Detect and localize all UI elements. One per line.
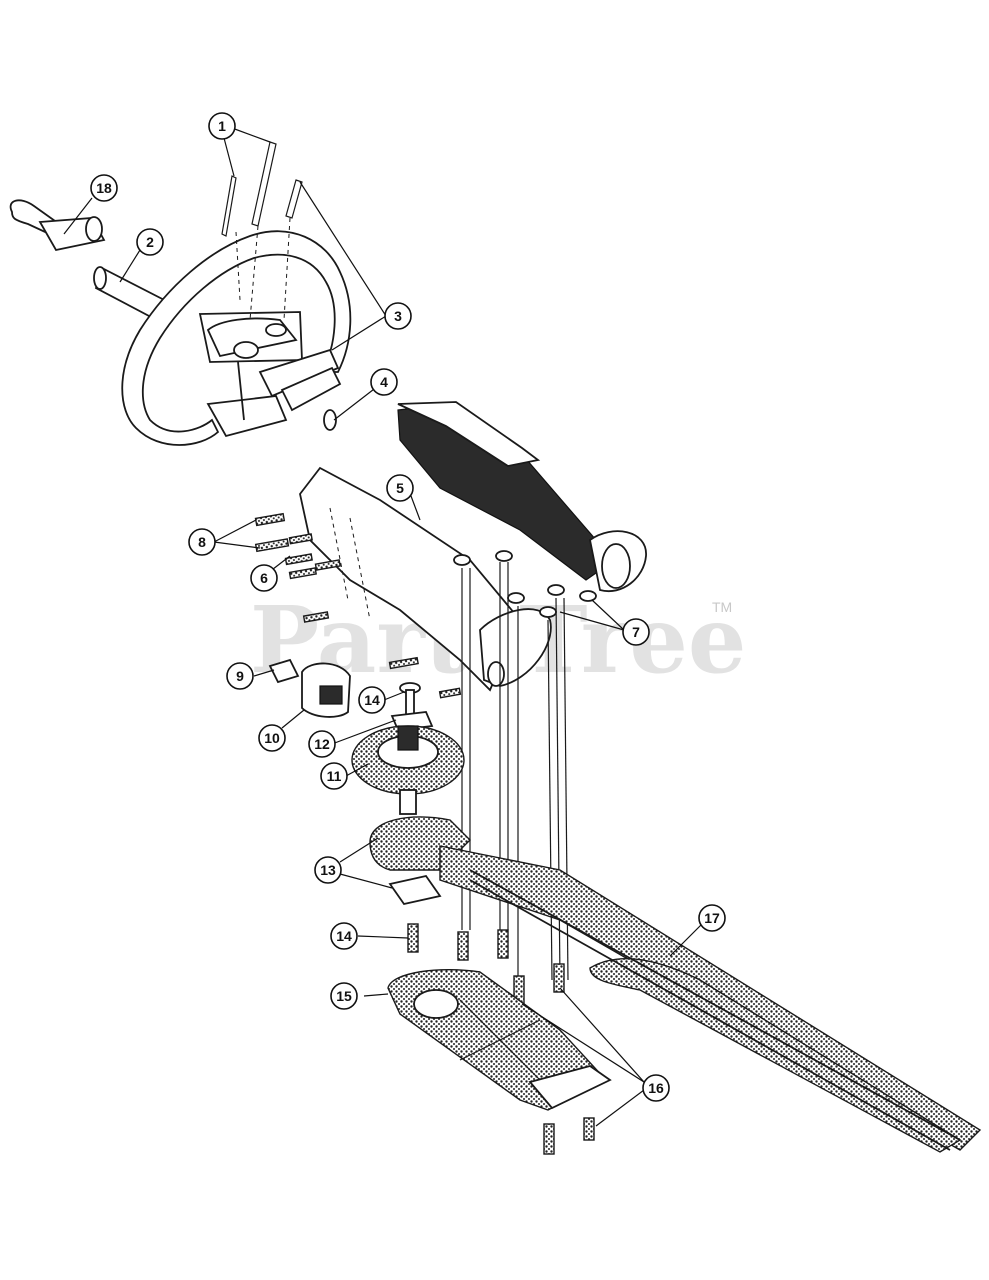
part-screws-left xyxy=(254,507,462,699)
callout-14-lower: 14 xyxy=(330,922,358,950)
callout-6: 6 xyxy=(250,564,278,592)
callout-16: 16 xyxy=(642,1074,670,1102)
callout-7: 7 xyxy=(622,618,650,646)
svg-text:7: 7 xyxy=(632,624,640,640)
svg-text:12: 12 xyxy=(314,736,330,752)
part-front-handle xyxy=(121,230,352,446)
svg-text:5: 5 xyxy=(396,480,404,496)
part-bearing-block xyxy=(301,662,351,718)
part-lower-cover xyxy=(387,969,612,1111)
part-blade xyxy=(369,816,982,1153)
callout-8: 8 xyxy=(188,528,216,556)
callout-1: 1 xyxy=(208,112,236,140)
svg-text:2: 2 xyxy=(146,234,154,250)
part-washers xyxy=(453,550,597,618)
svg-text:6: 6 xyxy=(260,570,268,586)
svg-text:17: 17 xyxy=(704,910,720,926)
callout-15: 15 xyxy=(330,982,358,1010)
svg-text:15: 15 xyxy=(336,988,352,1004)
svg-text:18: 18 xyxy=(96,180,112,196)
callout-4: 4 xyxy=(370,368,398,396)
part-hanger-loop xyxy=(9,199,106,252)
svg-text:14: 14 xyxy=(364,692,380,708)
leader-lines xyxy=(63,127,703,1127)
callout-10: 10 xyxy=(258,724,286,752)
part-gear xyxy=(351,725,465,815)
callout-13: 13 xyxy=(314,856,342,884)
svg-text:8: 8 xyxy=(198,534,206,550)
svg-text:1: 1 xyxy=(218,118,226,134)
callout-18: 18 xyxy=(90,174,118,202)
part-shaft-end xyxy=(280,366,342,431)
part-screws-top xyxy=(221,141,303,321)
callout-2: 2 xyxy=(136,228,164,256)
part-clip xyxy=(268,658,300,684)
part-screws-lower xyxy=(407,923,595,1155)
callout-5: 5 xyxy=(386,474,414,502)
part-rear-housing xyxy=(397,401,647,593)
callout-3: 3 xyxy=(384,302,412,330)
svg-text:14: 14 xyxy=(336,928,352,944)
svg-text:11: 11 xyxy=(327,768,342,784)
svg-text:9: 9 xyxy=(236,668,244,684)
svg-text:16: 16 xyxy=(648,1080,664,1096)
svg-text:10: 10 xyxy=(264,730,280,746)
part-bolt-upper xyxy=(399,682,421,719)
callout-11: 11 xyxy=(320,762,348,790)
svg-text:4: 4 xyxy=(380,374,388,390)
watermark-trademark: TM xyxy=(712,599,732,615)
callout-14-upper: 14 xyxy=(358,686,386,714)
callout-17: 17 xyxy=(698,904,726,932)
svg-text:13: 13 xyxy=(320,862,336,878)
callout-9: 9 xyxy=(226,662,254,690)
callout-12: 12 xyxy=(308,730,336,758)
svg-text:3: 3 xyxy=(394,308,402,324)
